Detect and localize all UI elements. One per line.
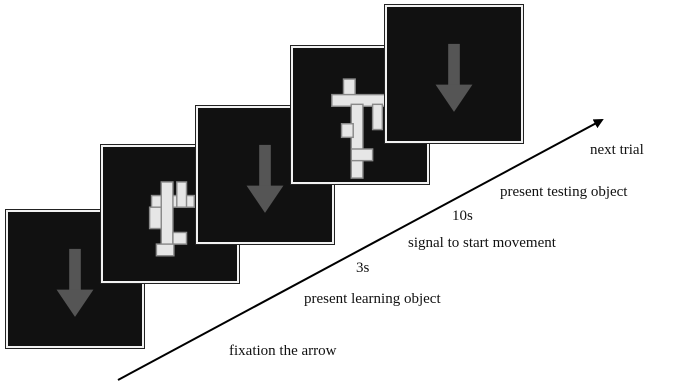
timeline-line	[117, 119, 604, 381]
label-next-trial: next trial	[590, 142, 644, 158]
label-signal-movement: signal to start movement	[408, 235, 556, 251]
next-trial-panel	[385, 5, 523, 143]
label-fixation: fixation the arrow	[229, 343, 337, 359]
arrow-down-icon	[246, 144, 284, 213]
arrow-down-icon	[435, 43, 473, 112]
label-delay-3s: 3s	[356, 260, 370, 276]
label-delay-10s: 10s	[452, 208, 473, 224]
learning-object-shape	[148, 181, 196, 257]
arrow-down-icon	[56, 248, 94, 317]
label-present-learning: present learning object	[304, 291, 441, 307]
label-present-testing: present testing object	[500, 184, 628, 200]
